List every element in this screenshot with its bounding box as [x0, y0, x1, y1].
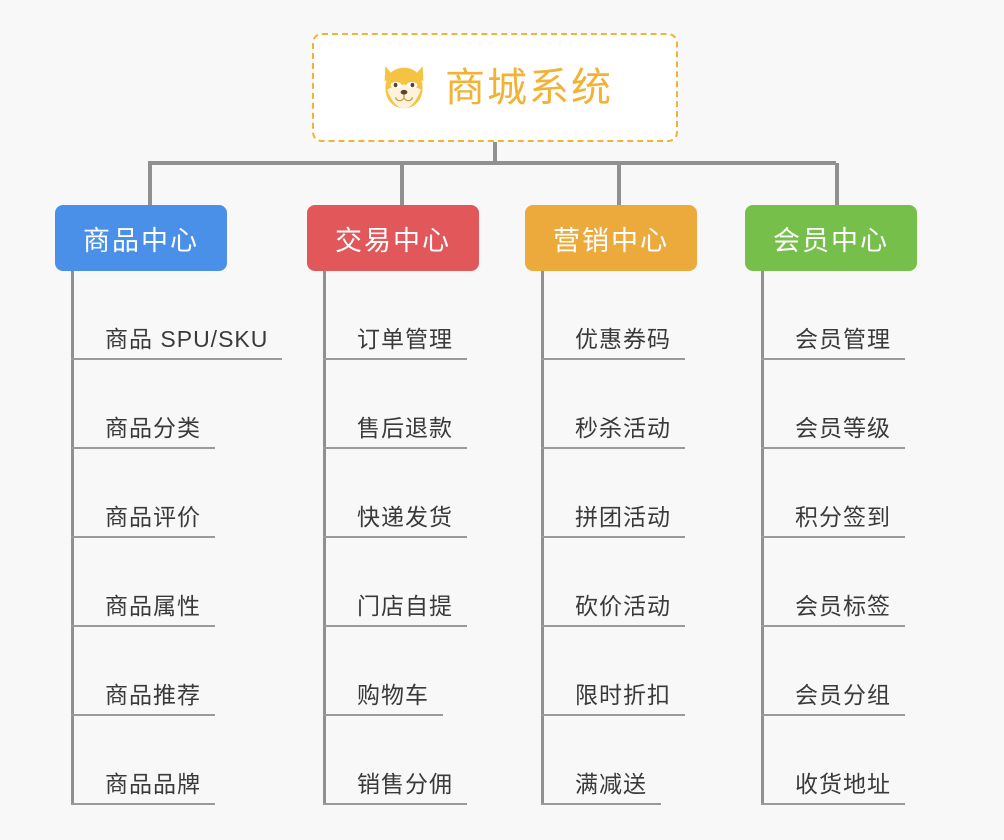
leaf-list-1: 商品 SPU/SKU 商品分类 商品评价 商品属性 商品推荐 商品品牌	[55, 271, 290, 805]
connector-horizontal-bus	[148, 161, 836, 165]
leaf-item[interactable]: 满减送	[525, 716, 760, 805]
leaf-label: 商品属性	[105, 592, 201, 619]
leaf-label: 限时折扣	[575, 681, 671, 708]
leaf-item[interactable]: 会员标签	[745, 538, 980, 627]
leaf-label: 会员分组	[795, 681, 891, 708]
leaf-spine-2	[323, 271, 326, 805]
root-title: 商城系统	[445, 65, 613, 110]
leaf-item[interactable]: 会员分组	[745, 627, 980, 716]
branch-header-2[interactable]: 交易中心	[307, 205, 479, 271]
leaf-label: 商品品牌	[105, 770, 201, 797]
leaf-list-3: 优惠券码 秒杀活动 拼团活动 砍价活动 限时折扣 满减送	[525, 271, 760, 805]
leaf-label: 会员标签	[795, 592, 891, 619]
leaf-item[interactable]: 商品评价	[55, 449, 290, 538]
branch-column-3: 营销中心 优惠券码 秒杀活动 拼团活动 砍价活动 限时折扣 满减送	[525, 205, 760, 805]
leaf-label: 快递发货	[357, 503, 453, 530]
leaf-spine-4	[761, 271, 764, 805]
leaf-item[interactable]: 优惠券码	[525, 271, 760, 360]
leaf-label: 商品分类	[105, 414, 201, 441]
leaf-item[interactable]: 购物车	[307, 627, 542, 716]
leaf-label: 商品 SPU/SKU	[105, 325, 269, 352]
connector-root-stem	[493, 142, 497, 163]
leaf-spine-1	[71, 271, 74, 805]
leaf-label: 收货地址	[795, 770, 891, 797]
leaf-label: 销售分佣	[357, 770, 453, 797]
leaf-item[interactable]: 会员等级	[745, 360, 980, 449]
leaf-label: 订单管理	[357, 325, 453, 352]
leaf-label: 门店自提	[357, 592, 453, 619]
branch-header-4[interactable]: 会员中心	[745, 205, 917, 271]
leaf-item[interactable]: 门店自提	[307, 538, 542, 627]
connector-drop-2	[400, 163, 404, 207]
branch-column-2: 交易中心 订单管理 售后退款 快递发货 门店自提 购物车 销售分佣	[307, 205, 542, 805]
leaf-label: 会员管理	[795, 325, 891, 352]
branch-column-4: 会员中心 会员管理 会员等级 积分签到 会员标签 会员分组 收货地址	[745, 205, 980, 805]
leaf-label: 满减送	[575, 770, 647, 797]
leaf-label: 售后退款	[357, 414, 453, 441]
connector-drop-3	[617, 163, 621, 207]
leaf-item[interactable]: 商品 SPU/SKU	[55, 271, 290, 360]
branch-header-3[interactable]: 营销中心	[525, 205, 697, 271]
leaf-item[interactable]: 收货地址	[745, 716, 980, 805]
leaf-item[interactable]: 订单管理	[307, 271, 542, 360]
leaf-item[interactable]: 快递发货	[307, 449, 542, 538]
leaf-label: 砍价活动	[575, 592, 671, 619]
leaf-label: 积分签到	[795, 503, 891, 530]
connector-drop-1	[148, 163, 152, 207]
leaf-label: 商品评价	[105, 503, 201, 530]
root-node[interactable]: 商城系统	[312, 33, 678, 142]
leaf-label: 会员等级	[795, 414, 891, 441]
leaf-list-2: 订单管理 售后退款 快递发货 门店自提 购物车 销售分佣	[307, 271, 542, 805]
leaf-item[interactable]: 销售分佣	[307, 716, 542, 805]
leaf-label: 拼团活动	[575, 503, 671, 530]
leaf-item[interactable]: 商品分类	[55, 360, 290, 449]
leaf-label: 秒杀活动	[575, 414, 671, 441]
leaf-item[interactable]: 会员管理	[745, 271, 980, 360]
connector-drop-4	[835, 163, 839, 207]
leaf-item[interactable]: 砍价活动	[525, 538, 760, 627]
leaf-label: 商品推荐	[105, 681, 201, 708]
leaf-item[interactable]: 积分签到	[745, 449, 980, 538]
leaf-item[interactable]: 商品属性	[55, 538, 290, 627]
leaf-item[interactable]: 拼团活动	[525, 449, 760, 538]
leaf-spine-3	[541, 271, 544, 805]
leaf-item[interactable]: 售后退款	[307, 360, 542, 449]
branch-column-1: 商品中心 商品 SPU/SKU 商品分类 商品评价 商品属性 商品推荐 商品品牌	[55, 205, 290, 805]
leaf-label: 优惠券码	[575, 325, 671, 352]
leaf-label: 购物车	[357, 681, 429, 708]
shiba-dog-icon	[384, 65, 424, 108]
leaf-list-4: 会员管理 会员等级 积分签到 会员标签 会员分组 收货地址	[745, 271, 980, 805]
leaf-item[interactable]: 秒杀活动	[525, 360, 760, 449]
leaf-item[interactable]: 限时折扣	[525, 627, 760, 716]
leaf-item[interactable]: 商品推荐	[55, 627, 290, 716]
leaf-item[interactable]: 商品品牌	[55, 716, 290, 805]
branch-header-1[interactable]: 商品中心	[55, 205, 227, 271]
